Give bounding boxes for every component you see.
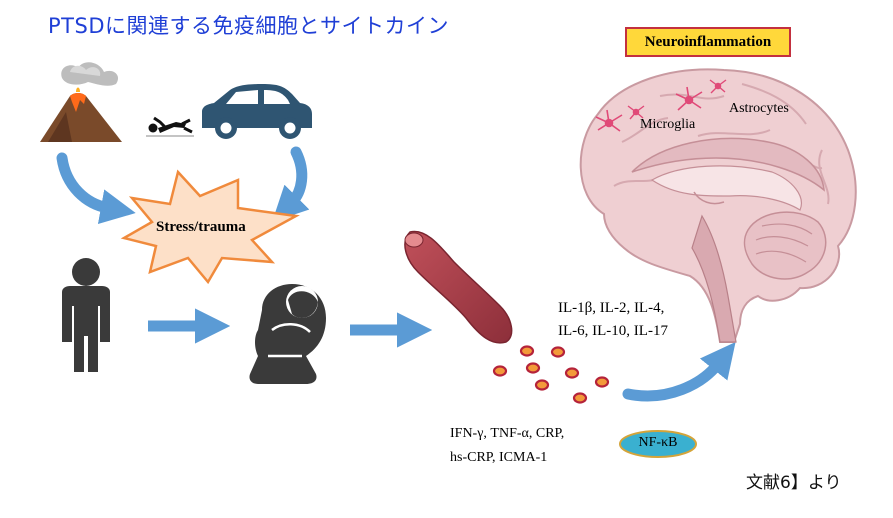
arrow-car-to-stress	[272, 146, 310, 222]
blood-vessel-icon	[404, 230, 513, 344]
microglia-label: Microglia	[640, 117, 696, 132]
stress-label: Stress/trauma	[156, 219, 246, 235]
crouching-person-icon	[249, 284, 326, 384]
immune-cell	[564, 367, 580, 379]
immune-cells	[492, 345, 610, 404]
brain-cytokines-line1: IL-1β, IL-2, IL-4,	[558, 300, 665, 316]
immune-cell	[550, 346, 566, 358]
arrow-volcano-to-stress	[56, 152, 136, 225]
page-title: PTSDに関連する免疫細胞とサイトカイン	[48, 14, 449, 38]
volcano-icon	[40, 62, 122, 142]
immune-cell	[519, 345, 535, 357]
brain-icon	[579, 68, 857, 343]
source-note: 文献6】より	[746, 473, 842, 493]
nfkb-oval	[619, 430, 697, 458]
astrocyte-cell-icon	[709, 79, 727, 94]
immune-cell	[534, 379, 550, 391]
brain-cytokines-line2: IL-6, IL-10, IL-17	[558, 323, 668, 339]
microglia-cell-icon	[595, 109, 623, 132]
fallen-person-icon	[146, 116, 194, 137]
immune-cell	[594, 376, 610, 388]
microglia-cell-icon	[627, 105, 645, 120]
blood-cytokines-line1: IFN-γ, TNF-α, CRP,	[450, 426, 565, 441]
arrow-blood-to-brain	[622, 342, 736, 402]
astrocytes-label: Astrocytes	[729, 101, 789, 116]
immune-cell	[492, 365, 508, 377]
stress-star	[120, 169, 300, 285]
astrocyte-cell-icon	[675, 86, 703, 111]
neuroinflammation-badge: Neuroinflammation	[625, 27, 791, 57]
nfkb-label: NF-κB	[638, 435, 678, 450]
blood-cytokines-line2: hs-CRP, ICMA-1	[450, 450, 548, 465]
standing-person-icon	[62, 258, 110, 372]
immune-cell	[572, 392, 588, 404]
immune-cell	[525, 362, 541, 374]
car-icon	[202, 84, 312, 139]
